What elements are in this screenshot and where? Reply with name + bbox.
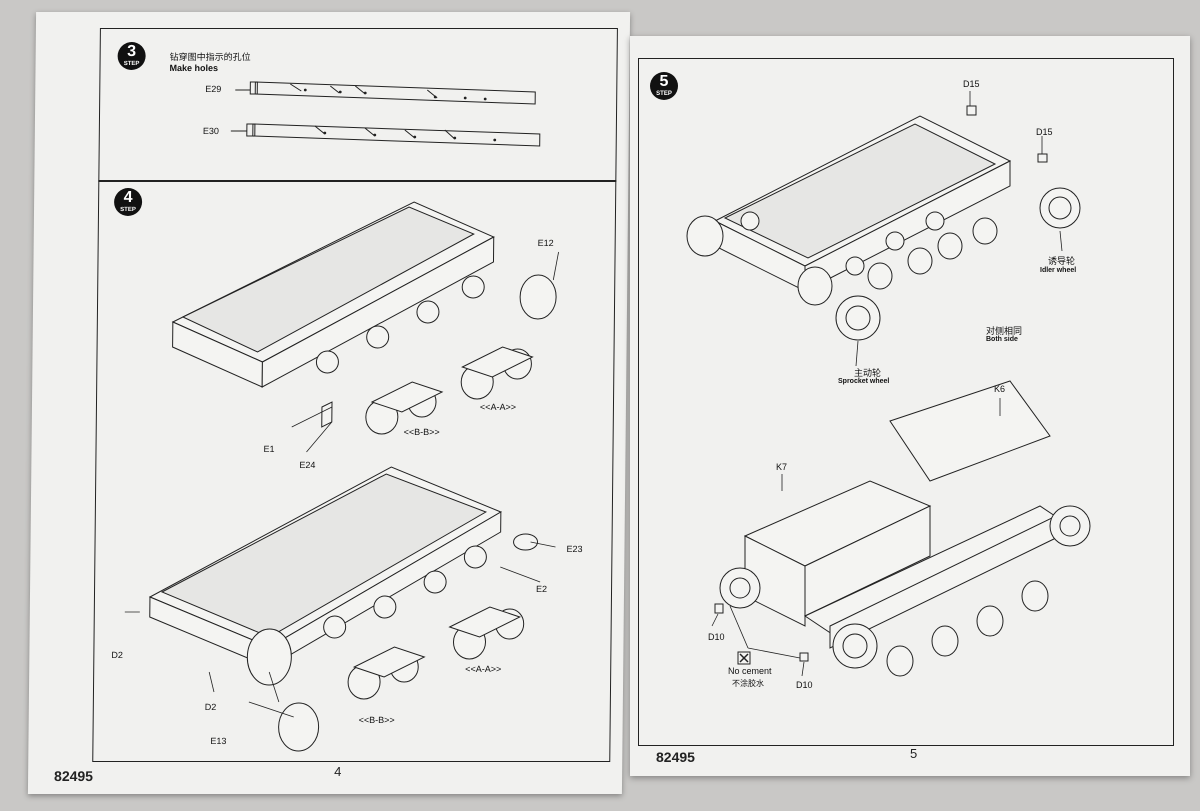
part-label-k6: K6 <box>994 384 1006 394</box>
both-side-label-en: Both side <box>986 336 1018 343</box>
sub-assembly-bb-upper: <<B-B>> <box>403 427 440 437</box>
product-code: 82495 <box>54 768 94 784</box>
part-label-e24: E24 <box>299 460 316 470</box>
no-cement-label-en: No cement <box>728 666 772 676</box>
part-label-d15-lower: D15 <box>1036 127 1053 137</box>
step-5-hull-drawing <box>686 91 1091 677</box>
sprocket-wheel-label-en: Sprocket wheel <box>838 378 890 385</box>
product-code: 82495 <box>656 749 695 765</box>
no-cement-label-cn: 不涂胶水 <box>732 679 764 688</box>
step-5-badge: 5 STEP <box>650 72 678 100</box>
instruction-page-5: 5 STEP <box>630 36 1190 776</box>
page-number: 5 <box>910 746 918 761</box>
sprocket-wheel-label-cn: 主动轮 <box>854 369 882 379</box>
part-label-d10-left: D10 <box>708 632 725 642</box>
step-5-frame <box>638 58 1174 746</box>
part-label-e13: E13 <box>210 736 227 746</box>
both-side-label-cn: 对侧相同 <box>986 327 1023 337</box>
part-label-d10-right: D10 <box>796 680 813 690</box>
step-4-hull-drawing <box>124 201 559 752</box>
sub-assembly-aa-lower: <<A-A>> <box>465 664 502 674</box>
part-label-e12: E12 <box>537 238 554 248</box>
instruction-page-4: 3 STEP 钻穿图中指示的孔位 Make holes E29 E30 <box>27 12 631 794</box>
page-number: 4 <box>334 764 342 779</box>
idler-wheel-label-cn: 诱导轮 <box>1048 257 1076 267</box>
step-word: STEP <box>656 91 672 97</box>
idler-wheel-label-en: Idler wheel <box>1040 267 1077 274</box>
step-number: 5 <box>659 73 669 90</box>
part-label-e1: E1 <box>263 444 275 454</box>
part-label-d2-left: D2 <box>111 650 123 660</box>
step-3-rails-drawing <box>230 81 541 147</box>
part-label-e23: E23 <box>566 544 583 554</box>
sub-assembly-aa-upper: <<A-A>> <box>479 402 517 412</box>
sub-assembly-bb-lower: <<B-B>> <box>358 715 395 725</box>
part-label-k7: K7 <box>776 462 788 472</box>
part-label-d2-bottom: D2 <box>204 702 217 712</box>
part-label-d15-upper: D15 <box>963 79 980 89</box>
part-label-e2: E2 <box>535 584 548 594</box>
